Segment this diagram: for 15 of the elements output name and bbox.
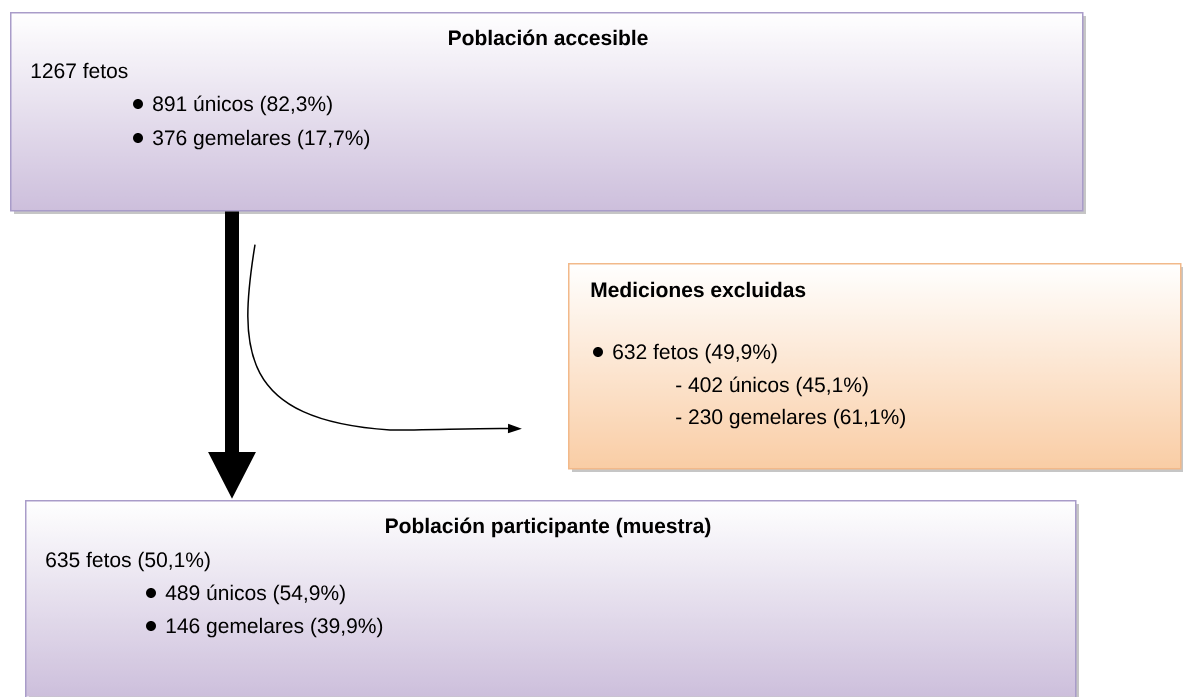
text-line: 489 únicos (54,9%): [165, 584, 345, 605]
box: [25, 500, 1079, 697]
text-line: 146 gemelares (39,9%): [166, 617, 383, 638]
text-line: 376 gemelares (17,7%): [153, 129, 370, 150]
text-line: 1267 fetos: [31, 62, 128, 79]
text-line: - 402 únicos (45,1%): [676, 376, 868, 397]
text-line: 891 únicos (82,3%): [153, 95, 332, 116]
box: [568, 263, 1183, 472]
heading: Mediciones excluidas: [591, 281, 806, 298]
text-line: 635 fetos (50,1%): [46, 551, 210, 572]
text-line: 632 fetos (49,9%): [613, 343, 777, 364]
heading: Población accesible: [449, 29, 648, 46]
text-line: - 230 gemelares (61,1%): [676, 408, 905, 429]
heading: Población participante (muestra): [386, 517, 711, 538]
box: [10, 12, 1086, 214]
